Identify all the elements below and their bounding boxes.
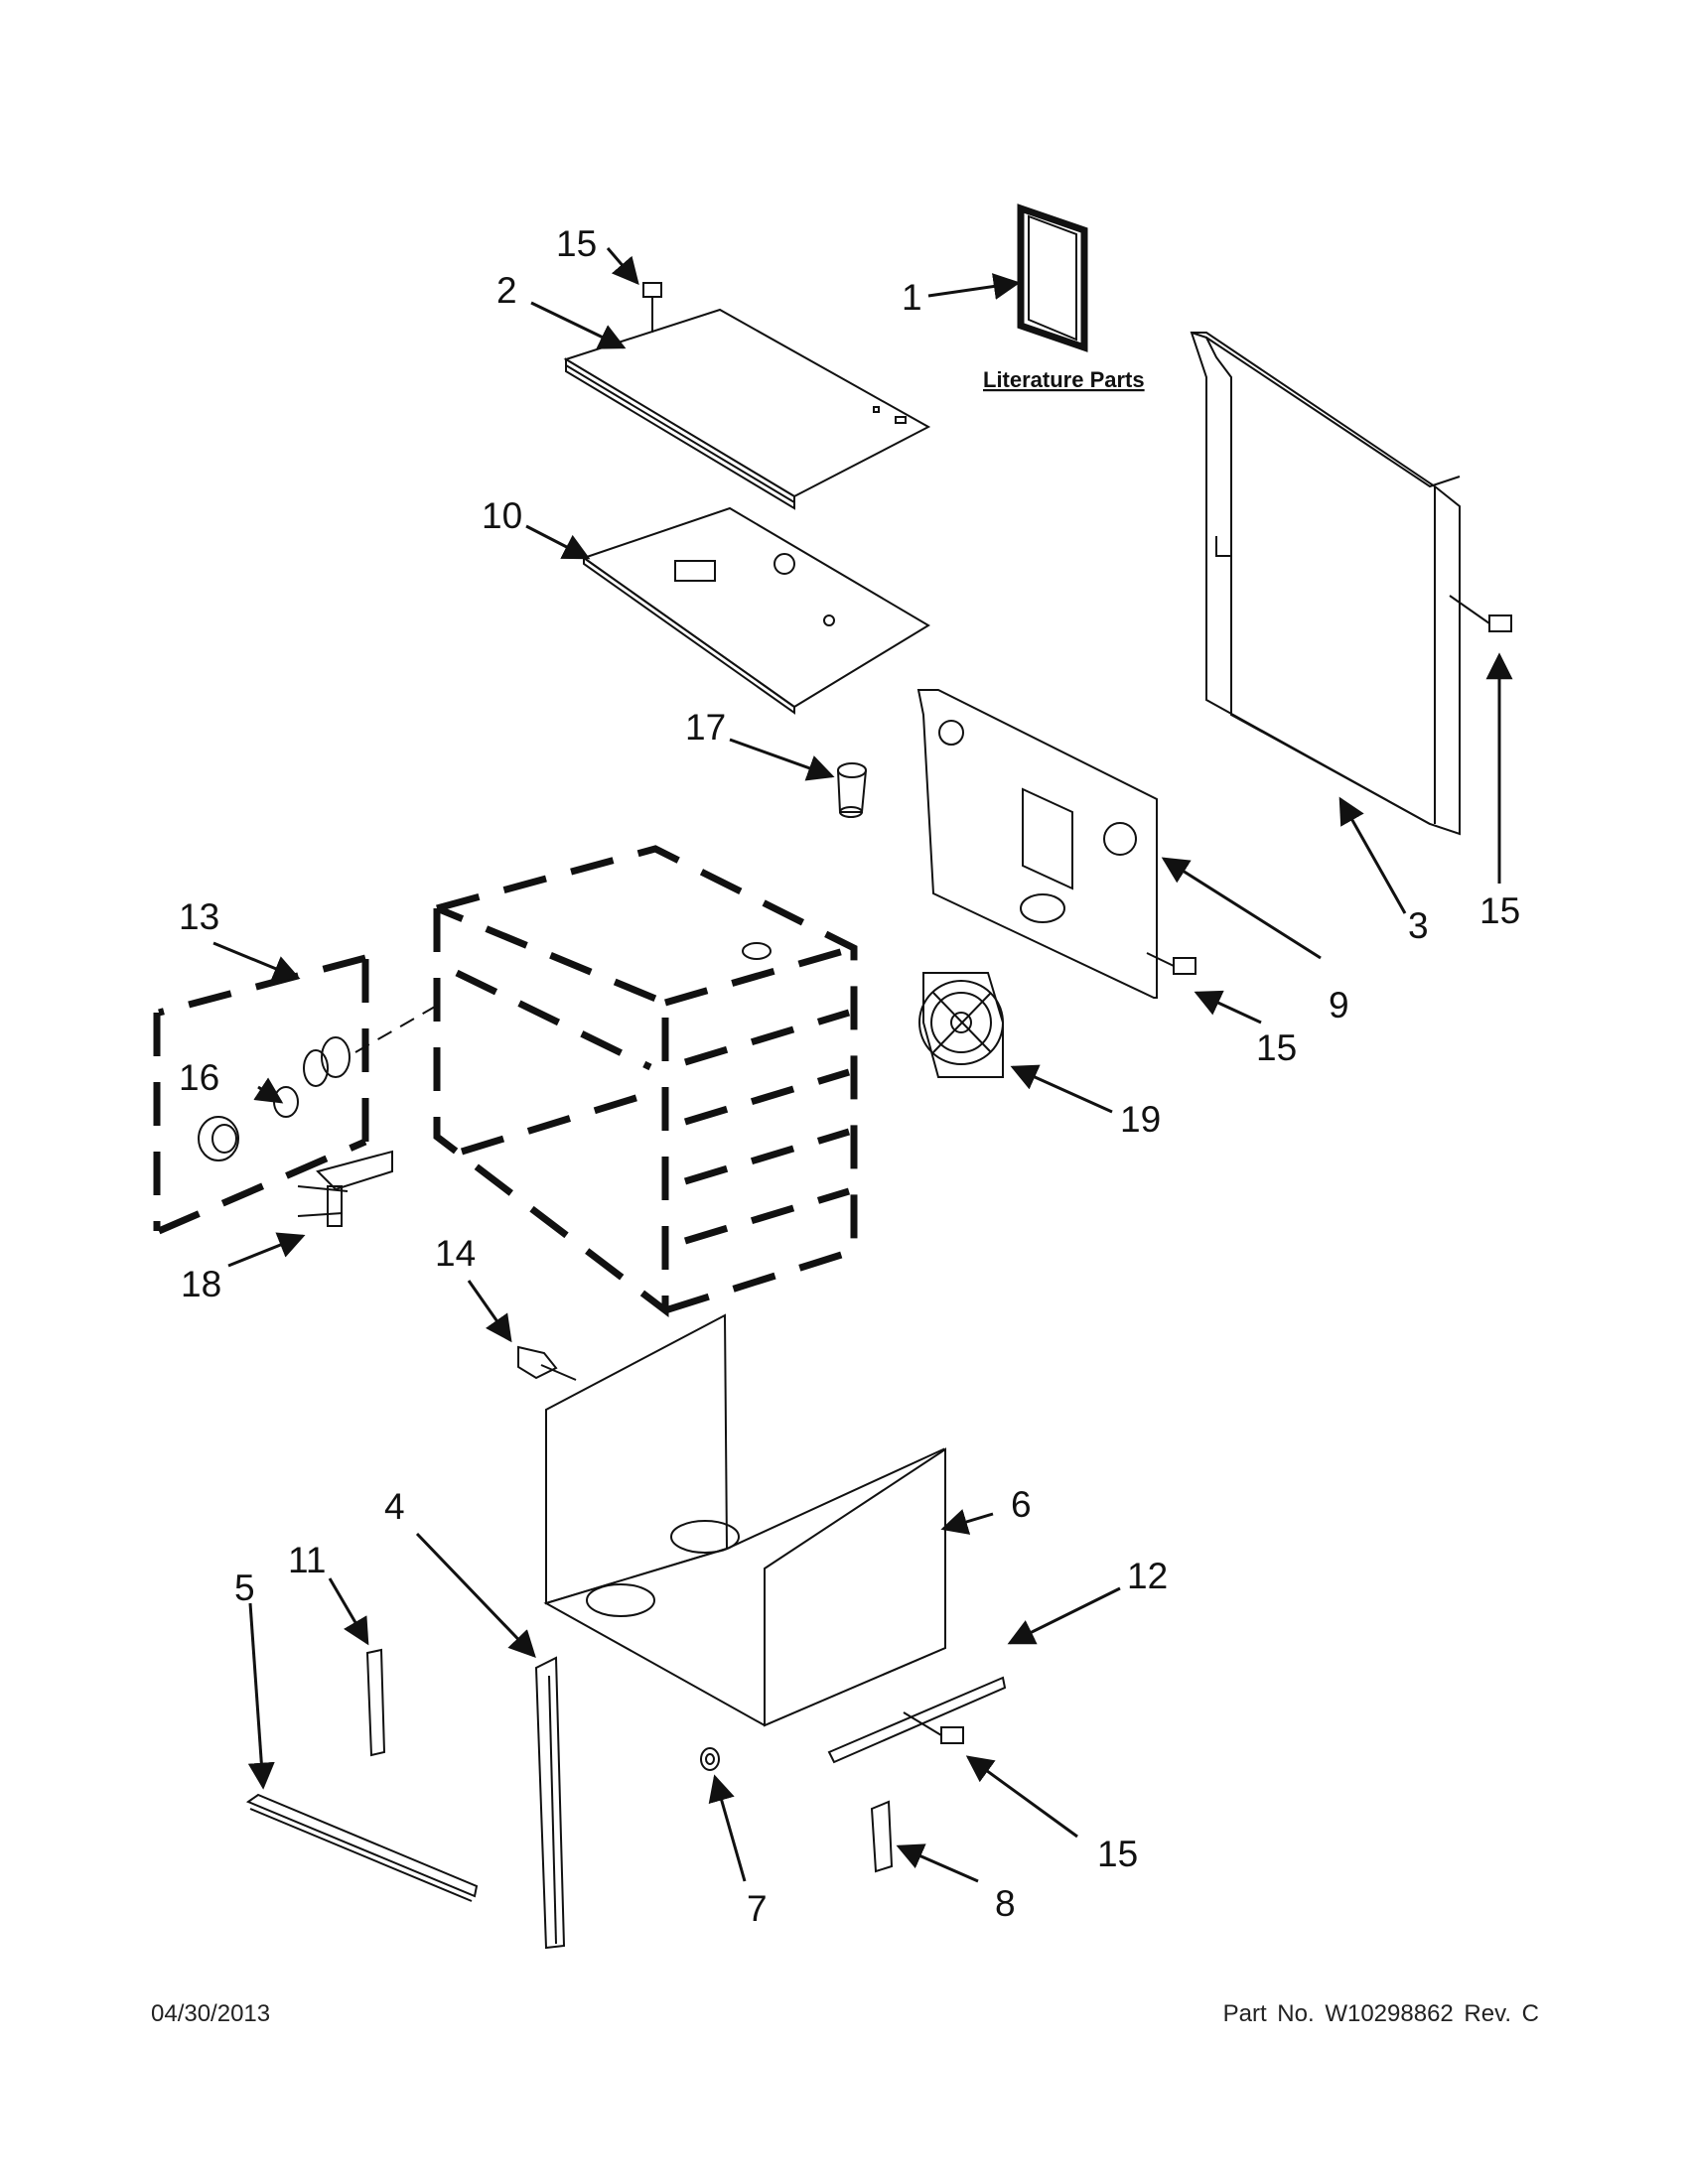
mounting-clip — [870, 1800, 894, 1873]
callout-15-bottom: 15 — [1097, 1834, 1138, 1874]
rear-panel — [916, 689, 1158, 999]
callout-10: 10 — [482, 495, 522, 536]
callout-15-right: 15 — [1479, 890, 1520, 931]
screw-14 — [517, 1345, 577, 1381]
literature-parts-label: Literature Parts — [983, 367, 1145, 392]
callout-4: 4 — [384, 1486, 405, 1527]
callout-14: 14 — [435, 1233, 476, 1274]
callout-9: 9 — [1329, 985, 1349, 1025]
footer-part-number: Part No. W10298862 Rev. C — [1222, 2000, 1539, 2027]
footer-date: 04/30/2013 — [151, 2000, 271, 2027]
oven-cavity — [433, 845, 858, 1318]
literature-booklet — [1017, 204, 1088, 352]
small-tube — [837, 762, 867, 818]
top-panel — [563, 308, 931, 510]
callout-7: 7 — [747, 1888, 768, 1929]
callout-5: 5 — [234, 1568, 255, 1608]
callout-17: 17 — [685, 707, 726, 748]
bottom-trim — [245, 1793, 479, 1902]
screws-15 — [642, 282, 1512, 1744]
side-panel — [1190, 332, 1461, 836]
leader-arrows — [212, 247, 1513, 1883]
bottom-channel — [543, 1313, 947, 1727]
insulation-panel — [581, 506, 930, 715]
callout-11: 11 — [288, 1540, 326, 1580]
callout-6: 6 — [1011, 1484, 1032, 1525]
light-assembly-box — [153, 954, 443, 1235]
callout-1: 1 — [902, 277, 922, 318]
callout-2: 2 — [496, 270, 517, 311]
callout-13: 13 — [179, 896, 219, 937]
callout-12: 12 — [1127, 1556, 1168, 1596]
bracket-strip — [365, 1648, 386, 1757]
grommet — [700, 1747, 720, 1771]
callout-8: 8 — [995, 1883, 1016, 1924]
side-rail — [534, 1656, 566, 1950]
callout-16: 16 — [179, 1057, 219, 1098]
callout-18: 18 — [181, 1264, 221, 1304]
door-latch — [297, 1150, 393, 1227]
callout-15-top: 15 — [556, 223, 597, 264]
callout-19: 19 — [1120, 1099, 1161, 1140]
callout-15-middle: 15 — [1256, 1027, 1297, 1068]
callout-3: 3 — [1408, 905, 1429, 946]
fan-motor — [918, 972, 1004, 1078]
